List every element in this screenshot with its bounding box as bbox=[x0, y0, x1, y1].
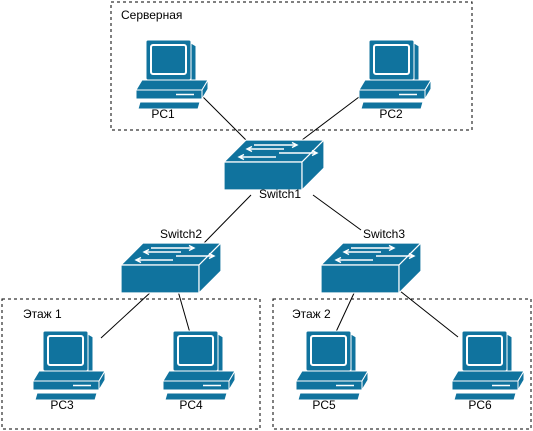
link-pc1-switch1 bbox=[202, 96, 247, 141]
desktop-pc-icon bbox=[295, 330, 369, 401]
desktop-pc-icon bbox=[32, 330, 106, 401]
group-border bbox=[1, 298, 261, 430]
link-switch1-switch3 bbox=[312, 194, 362, 231]
group-border bbox=[272, 298, 532, 430]
pc2-label: PC2 bbox=[379, 107, 403, 121]
switch3-node: Switch3 bbox=[319, 227, 423, 295]
desktop-pc-icon bbox=[451, 330, 525, 401]
desktop-pc-icon bbox=[162, 330, 236, 401]
switch2-node: Switch2 bbox=[119, 227, 223, 295]
desktop-pc-icon bbox=[358, 39, 432, 110]
pc6-node: PC6 bbox=[451, 330, 525, 412]
link-switch2-pc4 bbox=[177, 290, 191, 334]
pc3-label: PC3 bbox=[50, 398, 74, 412]
network-switch-icon bbox=[222, 138, 326, 192]
link-switch2-pc3 bbox=[100, 290, 153, 339]
pc1-label: PC1 bbox=[151, 107, 175, 121]
group-floor-1: Этаж 1 bbox=[1, 298, 261, 430]
link-switch3-pc5 bbox=[334, 290, 356, 335]
desktop-pc-icon bbox=[135, 39, 209, 110]
link-switch1-switch2 bbox=[203, 194, 252, 244]
pc4-node: PC4 bbox=[162, 330, 236, 412]
network-switch-icon bbox=[319, 241, 423, 295]
group-border bbox=[110, 1, 473, 131]
switch1-label: Switch1 bbox=[259, 187, 301, 201]
group-server-room: Серверная bbox=[110, 1, 473, 131]
switch2-label: Switch2 bbox=[160, 227, 202, 241]
pc3-node: PC3 bbox=[32, 330, 106, 412]
pc4-label: PC4 bbox=[179, 398, 203, 412]
link-pc2-switch1 bbox=[301, 96, 360, 141]
links-layer bbox=[100, 96, 459, 339]
pc6-label: PC6 bbox=[468, 398, 492, 412]
pc5-node: PC5 bbox=[295, 330, 369, 412]
switch3-label: Switch3 bbox=[363, 227, 405, 241]
pc2-node: PC2 bbox=[358, 39, 432, 121]
network-switch-icon bbox=[119, 241, 223, 295]
pc5-label: PC5 bbox=[312, 398, 336, 412]
group-floor-2: Этаж 2 bbox=[272, 298, 532, 430]
link-switch3-pc6 bbox=[399, 290, 459, 338]
group-label: Серверная bbox=[121, 8, 182, 22]
pc1-node: PC1 bbox=[135, 39, 209, 121]
group-label: Этаж 1 bbox=[23, 307, 62, 321]
group-label: Этаж 2 bbox=[292, 307, 331, 321]
switch1-node: Switch1 bbox=[222, 138, 326, 201]
